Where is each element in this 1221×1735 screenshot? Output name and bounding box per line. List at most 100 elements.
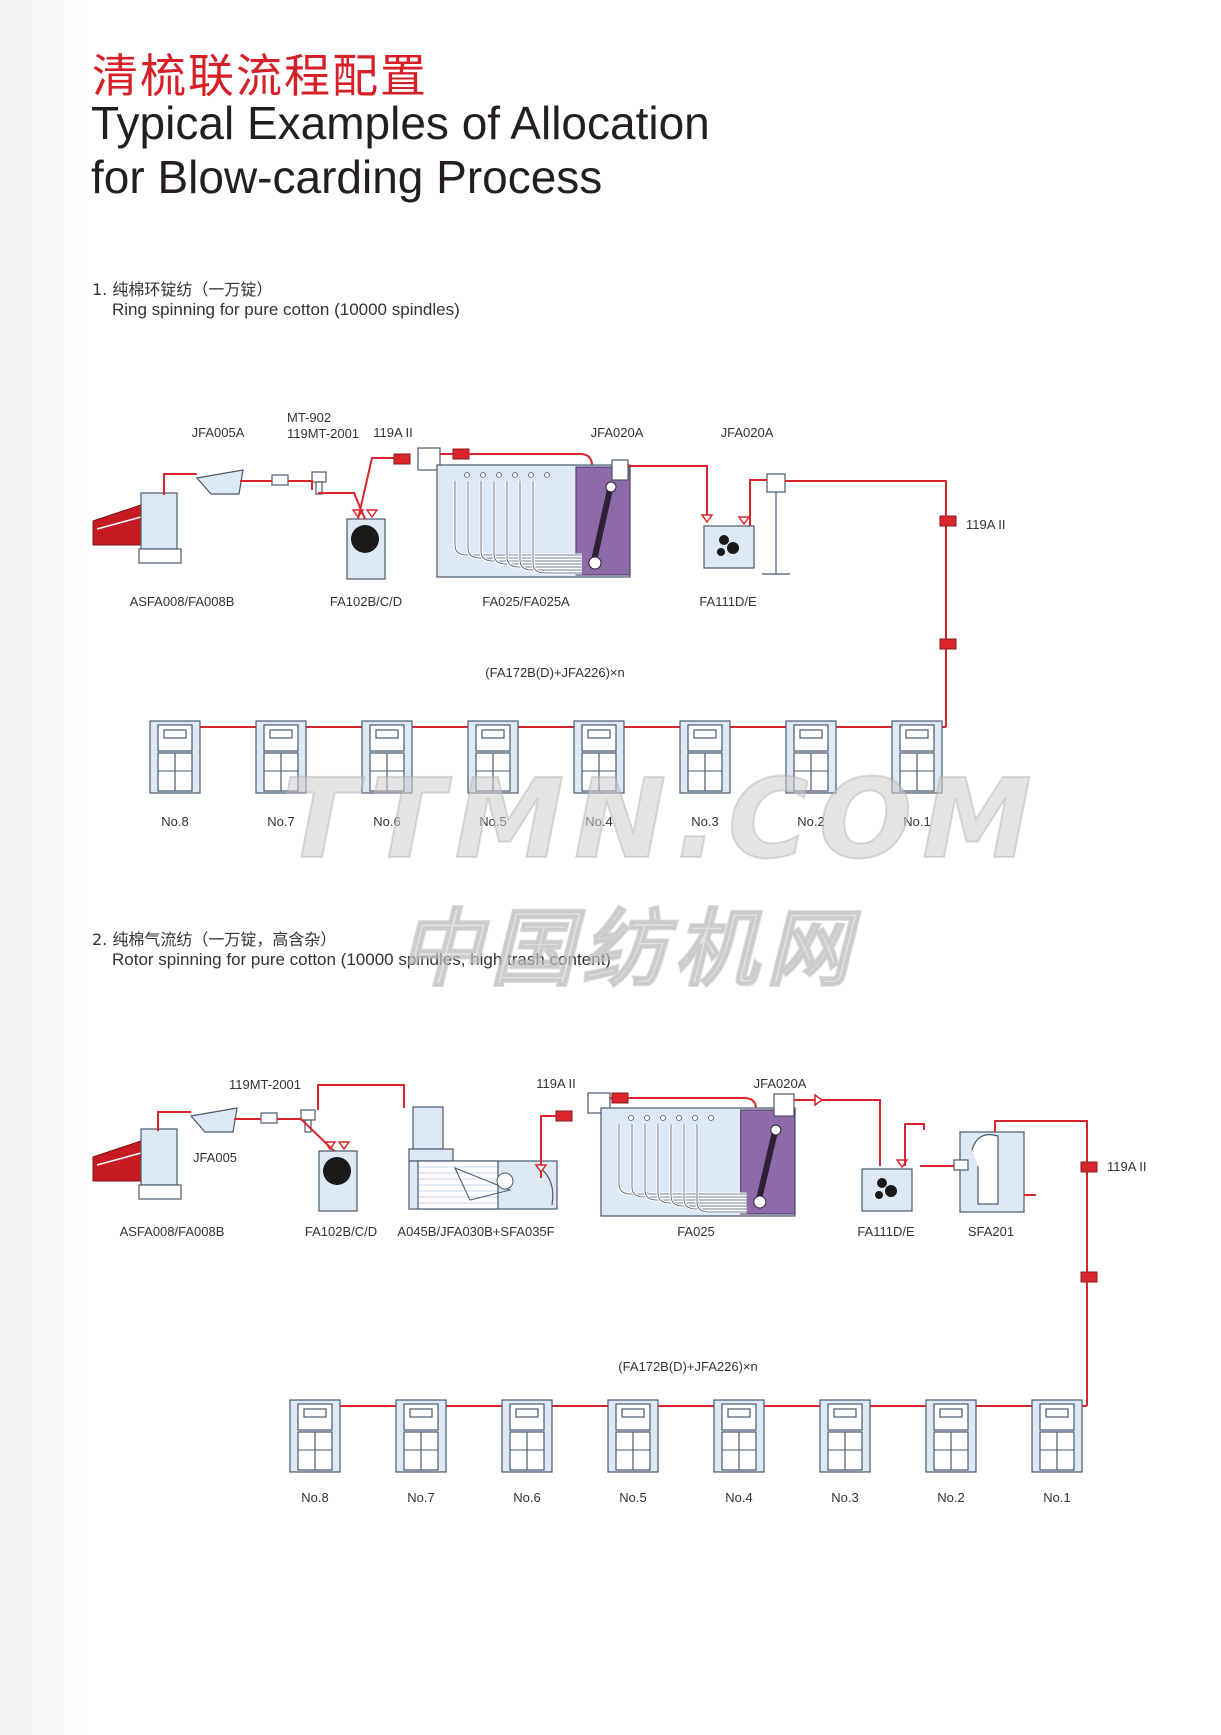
scutcher-belt [454, 1167, 512, 1201]
blender-nozzle [628, 1115, 634, 1121]
blender-nozzle [708, 1115, 714, 1121]
card-chute-window [269, 729, 293, 739]
dust-separator-machine [953, 1131, 1025, 1213]
card-label-2-6: No.6 [513, 1490, 540, 1505]
fan-box-2b [611, 1092, 629, 1104]
label-blender-1: FA025/FA025A [482, 594, 570, 609]
blender-channel-line [519, 481, 582, 571]
cleaner-roll-c [875, 1191, 883, 1199]
section1-heading-english: Ring spinning for pure cotton (10000 spi… [112, 300, 460, 319]
pipe-metal-1 [288, 480, 313, 490]
card-machine-2-6 [501, 1399, 553, 1473]
blender-channel-line [683, 1124, 747, 1210]
blender-nozzle [676, 1115, 682, 1121]
blender-lattice [754, 1127, 779, 1205]
arrow-blender-2 [814, 1093, 824, 1107]
card-label-2-1: No.1 [1043, 1490, 1070, 1505]
blender-nozzle [660, 1115, 666, 1121]
card-chute-window [727, 1408, 751, 1418]
label-cards-2: (FA172B(D)+JFA226)×n [618, 1359, 757, 1374]
card-machine-2-3 [819, 1399, 871, 1473]
pipe-mixer-up-1 [357, 457, 395, 520]
card-machine-1-7 [255, 720, 307, 794]
card-label-1-4: No.4 [585, 814, 612, 829]
blender-roll-bottom [588, 556, 602, 570]
section2-diagram: ASFA008/FA008BJFA005119MT-2001FA102B/C/D… [92, 1076, 1147, 1505]
cleaner-roll-a [719, 535, 729, 545]
pipe-cleaner-fan-1 [749, 479, 767, 526]
bale-opener-machine [92, 492, 182, 564]
pipe-opener-condenser-1 [163, 473, 197, 495]
card-label-1-6: No.6 [373, 814, 400, 829]
card-label-2-7: No.7 [407, 1490, 434, 1505]
scutcher-tower [412, 1106, 444, 1150]
card-machine-1-8 [149, 720, 201, 794]
blender-channel-line [618, 1124, 747, 1195]
blender-nozzle [692, 1115, 698, 1121]
blender-roll-top [770, 1124, 782, 1136]
metal-detector [271, 471, 327, 495]
label-condenser-2: JFA005 [193, 1150, 237, 1165]
label-scutcher-2: A045B/JFA030B+SFA035F [397, 1224, 554, 1239]
pipe-metal-mixer-2 [277, 1118, 335, 1152]
label-pipe-fan-1: 119A II [966, 517, 1006, 532]
card-chute-window [799, 729, 823, 739]
scutcher-hatch [417, 1160, 499, 1210]
label-blender-2: FA025 [677, 1224, 715, 1239]
mixer-inlet-arrow-b [365, 509, 379, 519]
blender-fan-box-1 [611, 459, 629, 481]
label-fan-cleaner-1: JFA020A [721, 425, 774, 440]
label-fan-blender-1: JFA020A [591, 425, 644, 440]
opener-conveyor [92, 504, 142, 546]
pipe-scutcher-fan-2 [540, 1115, 556, 1178]
label-fan1-2: 119A II [536, 1076, 576, 1091]
trunk-fan-1 [939, 515, 957, 527]
blender-nozzle [644, 1115, 650, 1121]
blender-channel-line [644, 1124, 747, 1201]
card-machine-2-8 [289, 1399, 341, 1473]
blender-fan-box-2 [773, 1093, 795, 1117]
card-machine-2-7 [395, 1399, 447, 1473]
card-label-1-7: No.7 [267, 814, 294, 829]
card-chute-window [905, 729, 929, 739]
scutcher-machine [408, 1106, 558, 1210]
label-mixer-1: FA102B/C/D [330, 594, 402, 609]
card-chute-window [587, 729, 611, 739]
cleaner-body [703, 525, 755, 569]
pipe-trunk-1 [785, 480, 947, 727]
card-machine-1-3 [679, 720, 731, 794]
blender-channel-line [506, 481, 582, 568]
cleaner-machine [861, 1159, 913, 1212]
card-chute-window [693, 729, 717, 739]
mixer-machine [318, 1141, 358, 1212]
condenser-body [195, 469, 244, 495]
card-label-1-2: No.2 [797, 814, 824, 829]
label-cleaner-1: FA111D/E [699, 594, 757, 609]
blender-channel-line [696, 1124, 747, 1213]
pipe-blender-cleaner-2 [794, 1099, 881, 1166]
arrow-cleaner-1 [700, 514, 714, 524]
scutcher-roll [496, 1172, 514, 1190]
fan-119a-1 [393, 453, 411, 465]
card-machine-2-4 [713, 1399, 765, 1473]
card-chute-window [515, 1408, 539, 1418]
dust-inlet [953, 1159, 969, 1171]
blender-channel-line [467, 481, 582, 559]
card-label-2-2: No.2 [937, 1490, 964, 1505]
title-line-1: Typical Examples of Allocation [91, 97, 710, 149]
label-opener-1: ASFA008/FA008B [130, 594, 235, 609]
card-machine-1-2 [785, 720, 837, 794]
multi-mixer-machine [600, 1107, 796, 1217]
blender-nozzle [480, 472, 486, 478]
metal-detector [260, 1109, 316, 1133]
pipe-trunk-2 [994, 1120, 1088, 1406]
watermark-english: TTMN.COM [281, 754, 1042, 884]
blender-nozzle [464, 472, 470, 478]
bale-opener-machine [92, 1128, 182, 1200]
title-line-2: for Blow-carding Process [91, 151, 603, 203]
label-mixer-2: FA102B/C/D [305, 1224, 377, 1239]
blender-roll-bottom [753, 1195, 767, 1209]
multi-mixer-machine [436, 464, 631, 578]
